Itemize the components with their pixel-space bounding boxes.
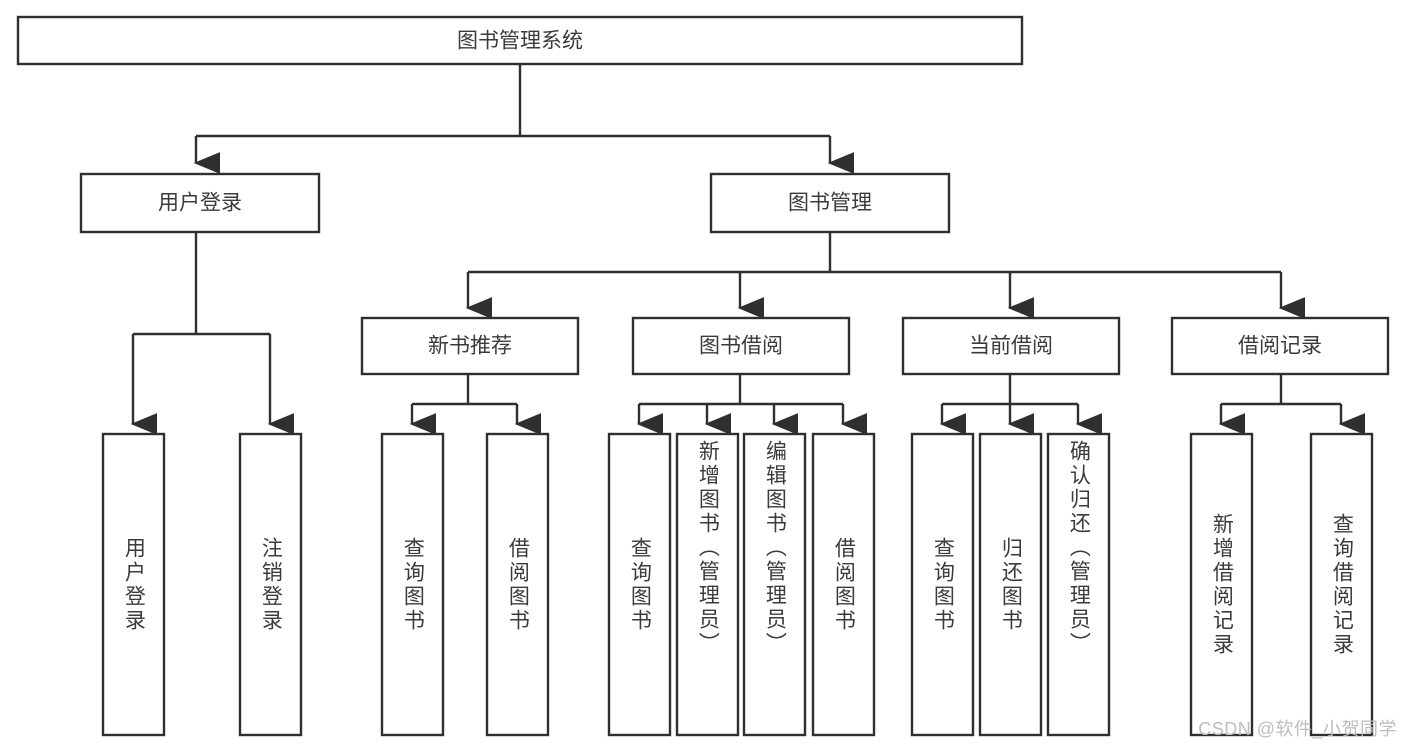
node-borrow-records-box[interactable] xyxy=(1170,316,1390,376)
node-borrow-records-label: 借阅记录 xyxy=(1238,335,1322,358)
leaf-box-query-book-3[interactable] xyxy=(910,432,975,737)
leaf-box-query-book-2[interactable] xyxy=(607,432,672,737)
node-borrow-records[interactable]: 借阅记录 xyxy=(1170,316,1390,376)
leaf-box-add-book[interactable] xyxy=(675,432,740,737)
connectors-current-to-leaves xyxy=(939,374,1103,435)
leaf-box-user-login[interactable] xyxy=(101,432,166,737)
node-book-management-label: 图书管理 xyxy=(788,192,872,215)
watermark: CSDN @软件_小贺同学 xyxy=(1198,719,1397,739)
node-book-borrow-box[interactable] xyxy=(631,316,851,376)
leaf-box-return-book[interactable] xyxy=(978,432,1043,737)
node-new-book-recommend-label: 新书推荐 xyxy=(428,335,512,358)
leaf-box-query-record[interactable] xyxy=(1309,432,1374,737)
leaf-box-borrow-book-2[interactable] xyxy=(811,432,876,737)
node-current-borrow-box[interactable] xyxy=(901,316,1121,376)
node-root-box[interactable] xyxy=(16,15,1024,66)
node-book-management[interactable]: 图书管理 xyxy=(709,172,951,234)
leaf-box-add-record[interactable] xyxy=(1189,432,1254,737)
node-root[interactable]: 图书管理系统 xyxy=(16,15,1024,66)
node-new-book-recommend-box[interactable] xyxy=(360,316,580,376)
node-current-borrow[interactable]: 当前借阅 xyxy=(901,316,1121,376)
node-book-borrow[interactable]: 图书借阅 xyxy=(631,316,851,376)
leaf-box-query-book-1[interactable] xyxy=(380,432,445,737)
leaf-box-edit-book[interactable] xyxy=(742,432,807,737)
connectors-user-login-to-leaves xyxy=(130,232,295,435)
node-book-borrow-label: 图书借阅 xyxy=(699,335,783,358)
node-current-borrow-label: 当前借阅 xyxy=(969,335,1053,358)
connectors-records-to-leaves xyxy=(1218,374,1366,435)
leaf-box-borrow-book-1[interactable] xyxy=(485,432,550,737)
node-new-book-recommend[interactable]: 新书推荐 xyxy=(360,316,580,376)
connectors-root-to-level2 xyxy=(193,64,855,174)
leaf-box-logout[interactable] xyxy=(238,432,303,737)
node-user-login-label: 用户登录 xyxy=(158,192,242,215)
leaf-boxes xyxy=(101,432,1374,737)
leaf-box-confirm-return[interactable] xyxy=(1046,432,1111,737)
connectors-book-mgmt-to-level3 xyxy=(465,232,1306,319)
node-user-login[interactable]: 用户登录 xyxy=(79,172,321,234)
connectors-new-book-to-leaves xyxy=(409,374,542,435)
node-root-label: 图书管理系统 xyxy=(457,30,583,53)
node-book-management-box[interactable] xyxy=(709,172,951,234)
node-user-login-box[interactable] xyxy=(79,172,321,234)
connectors-borrow-to-leaves xyxy=(636,374,868,435)
